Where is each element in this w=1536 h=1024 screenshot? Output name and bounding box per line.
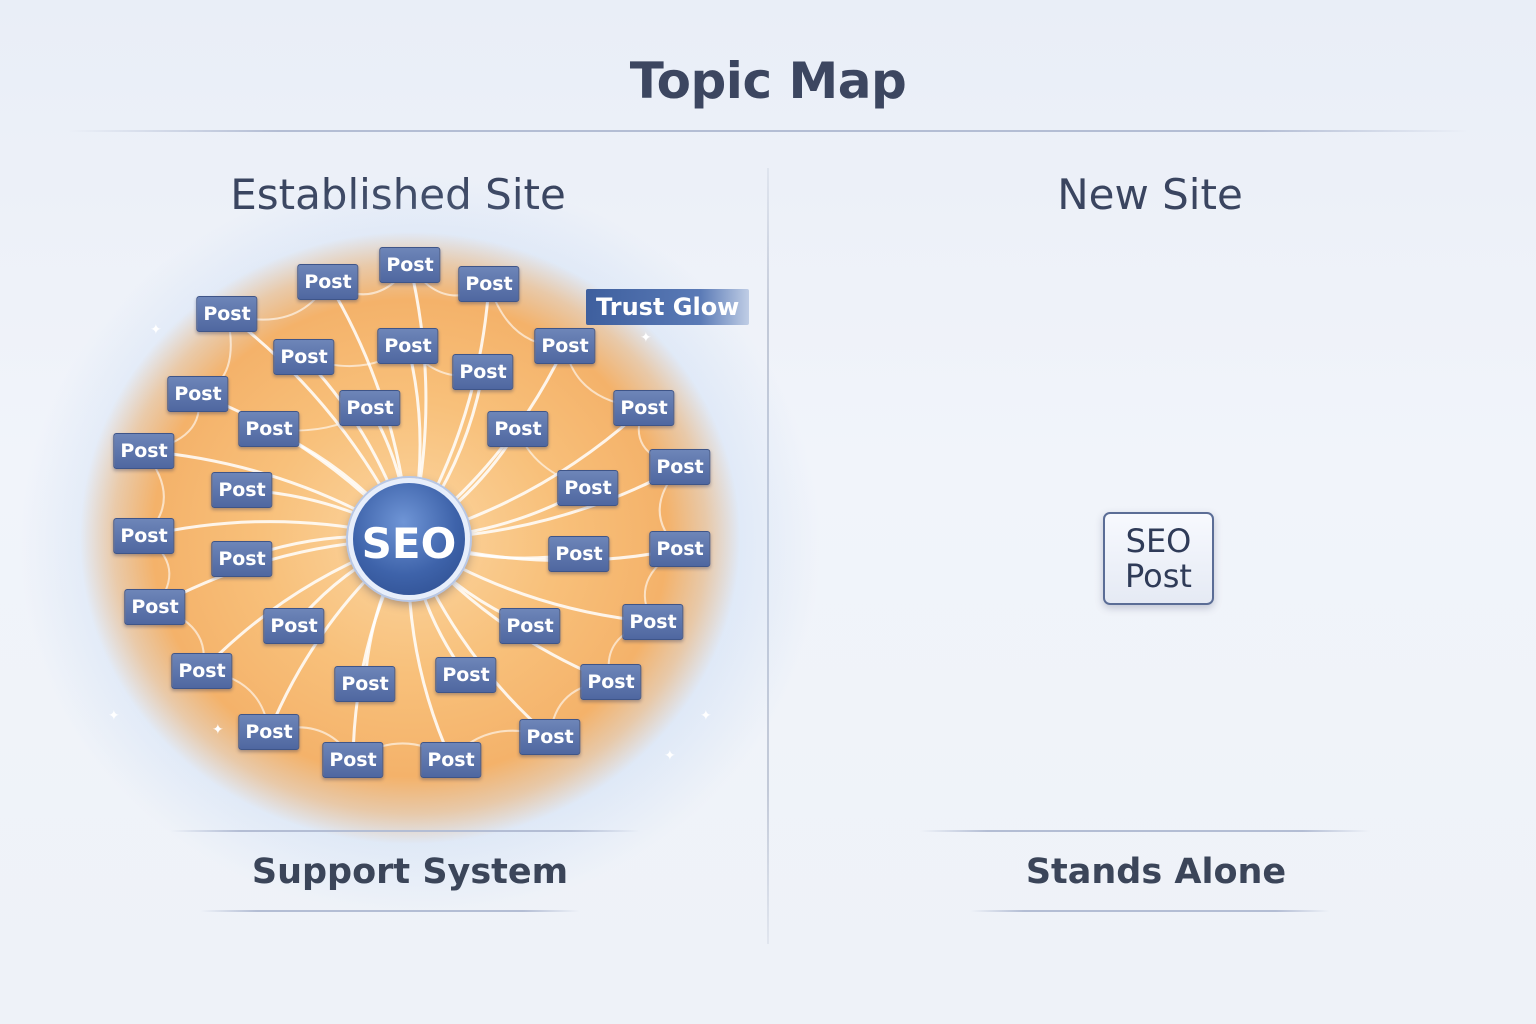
sparkle-icon: ✦ bbox=[212, 722, 224, 738]
support-rule-top bbox=[170, 830, 640, 832]
sparkle-icon: ✦ bbox=[664, 748, 676, 764]
stands-alone-label: Stands Alone bbox=[1025, 852, 1287, 892]
post-node: Post bbox=[534, 328, 596, 364]
post-node: Post bbox=[519, 719, 581, 755]
post-node: Post bbox=[273, 339, 335, 375]
post-node: Post bbox=[211, 472, 273, 508]
support-rule-bottom bbox=[200, 910, 580, 912]
sparkle-icon: ✦ bbox=[640, 330, 652, 346]
seo-post-line2: Post bbox=[1125, 556, 1192, 595]
sparkle-icon: ✦ bbox=[150, 322, 162, 338]
post-node: Post bbox=[580, 664, 642, 700]
sparkle-icon: ✦ bbox=[108, 708, 120, 724]
new-site-heading: New Site bbox=[1057, 170, 1243, 219]
post-node: Post bbox=[297, 264, 359, 300]
post-node: Post bbox=[167, 376, 229, 412]
post-node: Post bbox=[420, 742, 482, 778]
post-node: Post bbox=[113, 433, 175, 469]
post-node: Post bbox=[435, 657, 497, 693]
post-node: Post bbox=[499, 608, 561, 644]
post-node: Post bbox=[196, 296, 258, 332]
post-node: Post bbox=[238, 411, 300, 447]
stands-alone-rule-top bbox=[920, 830, 1370, 832]
post-node: Post bbox=[548, 536, 610, 572]
post-node: Post bbox=[379, 247, 441, 283]
post-node: Post bbox=[263, 608, 325, 644]
title-rule bbox=[68, 130, 1468, 132]
seo-hub-node: SEO bbox=[348, 478, 470, 600]
post-node: Post bbox=[322, 742, 384, 778]
stands-alone-rule-bottom bbox=[970, 910, 1330, 912]
post-node: Post bbox=[487, 411, 549, 447]
post-node: Post bbox=[458, 266, 520, 302]
seo-post-box: SEO Post bbox=[1103, 512, 1214, 605]
post-node: Post bbox=[649, 449, 711, 485]
page-title: Topic Map bbox=[629, 52, 907, 110]
post-node: Post bbox=[124, 589, 186, 625]
post-node: Post bbox=[334, 666, 396, 702]
seo-post-line1: SEO bbox=[1125, 521, 1192, 560]
post-node: Post bbox=[622, 604, 684, 640]
post-node: Post bbox=[171, 653, 233, 689]
post-node: Post bbox=[613, 390, 675, 426]
post-node: Post bbox=[238, 714, 300, 750]
post-node: Post bbox=[649, 531, 711, 567]
post-node: Post bbox=[452, 354, 514, 390]
post-node: Post bbox=[377, 328, 439, 364]
post-node: Post bbox=[113, 518, 175, 554]
sparkle-icon: ✦ bbox=[700, 708, 712, 724]
post-node: Post bbox=[557, 470, 619, 506]
support-system-label: Support System bbox=[251, 852, 569, 892]
post-node: Post bbox=[339, 390, 401, 426]
post-node: Post bbox=[211, 541, 273, 577]
trust-glow-tag: Trust Glow bbox=[586, 289, 750, 325]
